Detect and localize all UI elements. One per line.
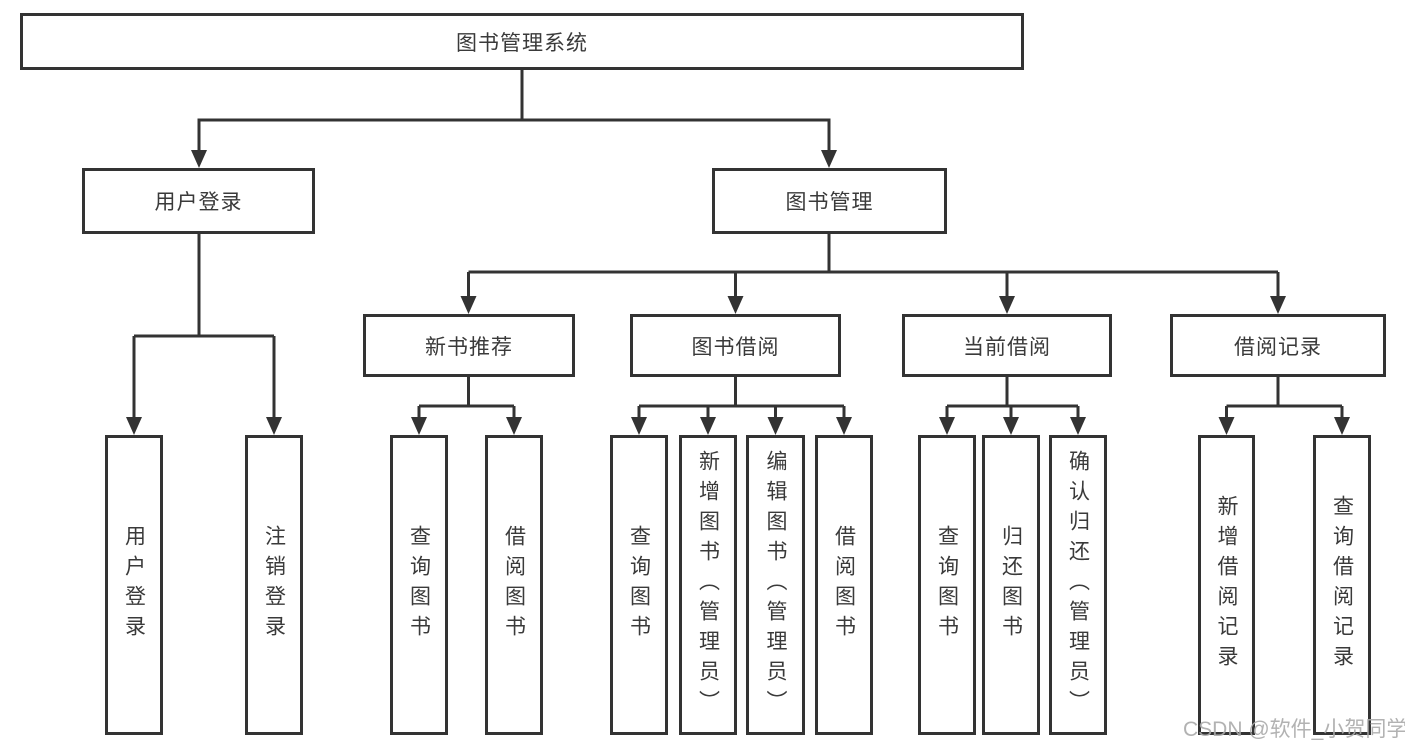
node-label: 借阅记录 bbox=[1234, 335, 1322, 359]
leaf-label: 查询图书 bbox=[407, 525, 431, 645]
node-library-management-system: 图书管理系统 bbox=[20, 13, 1024, 70]
leaf-label: 注销登录 bbox=[262, 525, 286, 645]
leaf-label: 新增图书（管理员） bbox=[696, 450, 720, 720]
node-label: 图书借阅 bbox=[691, 335, 780, 359]
node-label: 新书推荐 bbox=[425, 335, 513, 359]
leaf-add-borrow-record: 新增借阅记录 bbox=[1198, 435, 1255, 735]
leaf-query-borrow-record: 查询借阅记录 bbox=[1313, 435, 1371, 735]
leaf-borrow-books-recommend: 借阅图书 bbox=[485, 435, 543, 735]
node-user-login: 用户登录 bbox=[82, 168, 315, 234]
leaf-label: 借阅图书 bbox=[502, 525, 526, 645]
leaf-label: 归还图书 bbox=[999, 525, 1023, 645]
node-book-borrowing: 图书借阅 bbox=[630, 314, 841, 377]
leaf-query-books-recommend: 查询图书 bbox=[390, 435, 448, 735]
leaf-return-books: 归还图书 bbox=[982, 435, 1040, 735]
leaf-edit-books-admin: 编辑图书（管理员） bbox=[746, 435, 805, 735]
leaf-logout: 注销登录 bbox=[245, 435, 303, 735]
leaf-label: 借阅图书 bbox=[832, 525, 856, 645]
leaf-borrow-books: 借阅图书 bbox=[815, 435, 873, 735]
node-label: 当前借阅 bbox=[963, 335, 1051, 359]
connector-lines bbox=[132, 70, 1344, 421]
leaf-user-login: 用户登录 bbox=[105, 435, 163, 735]
leaf-label: 确认归还（管理员） bbox=[1066, 450, 1090, 720]
csdn-watermark: CSDN @软件_小贺同学 bbox=[1183, 718, 1405, 741]
node-label: 用户登录 bbox=[154, 191, 243, 214]
leaf-query-books-current: 查询图书 bbox=[918, 435, 976, 735]
node-borrowing-records: 借阅记录 bbox=[1170, 314, 1386, 377]
leaf-confirm-return-admin: 确认归还（管理员） bbox=[1049, 435, 1107, 735]
leaf-label: 查询图书 bbox=[935, 525, 959, 645]
node-label: 图书管理 bbox=[785, 191, 874, 214]
leaf-query-books-borrow: 查询图书 bbox=[610, 435, 668, 735]
leaf-add-books-admin: 新增图书（管理员） bbox=[679, 435, 737, 735]
leaf-label: 新增借阅记录 bbox=[1215, 495, 1238, 675]
node-book-management: 图书管理 bbox=[712, 168, 947, 234]
node-label: 图书管理系统 bbox=[456, 31, 588, 55]
node-new-book-recommendation: 新书推荐 bbox=[363, 314, 575, 377]
node-current-borrowing: 当前借阅 bbox=[902, 314, 1112, 377]
leaf-label: 查询图书 bbox=[627, 525, 651, 645]
leaf-label: 用户登录 bbox=[122, 525, 146, 645]
leaf-label: 编辑图书（管理员） bbox=[764, 450, 787, 720]
leaf-label: 查询借阅记录 bbox=[1330, 495, 1354, 675]
